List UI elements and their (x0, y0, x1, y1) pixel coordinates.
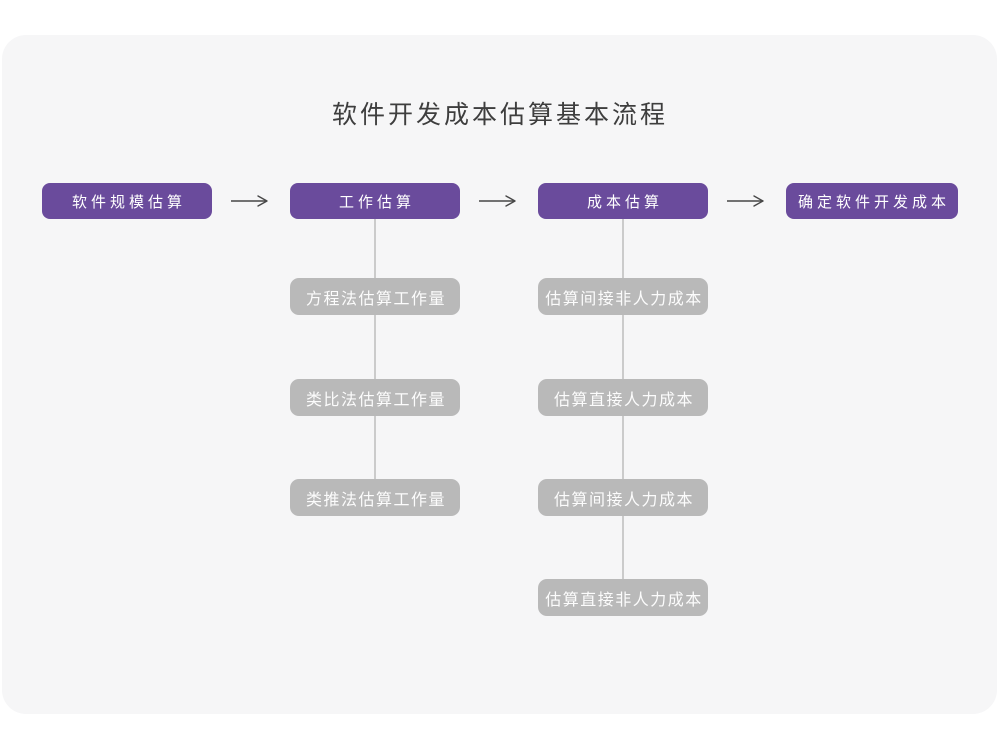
node-indirect-nonlabor-cost: 估算间接非人力成本 (538, 278, 708, 315)
diagram-title: 软件开发成本估算基本流程 (331, 101, 668, 129)
node-cost-estimation: 成本估算 (538, 183, 708, 219)
node-work-estimation: 工作估算 (290, 183, 460, 219)
node-direct-nonlabor-cost: 估算直接非人力成本 (538, 579, 708, 616)
flow-arrow-icon (727, 195, 764, 207)
node-direct-labor-cost: 估算直接人力成本 (538, 379, 708, 416)
flow-arrow-icon (231, 195, 268, 207)
node-extrapolation-method: 类推法估算工作量 (290, 479, 460, 516)
connector-line-work-estimation (374, 219, 376, 480)
node-analogy-method: 类比法估算工作量 (290, 379, 460, 416)
node-determine-development-cost: 确定软件开发成本 (786, 183, 958, 219)
node-software-scale-estimation: 软件规模估算 (42, 183, 212, 219)
node-indirect-labor-cost: 估算间接人力成本 (538, 479, 708, 516)
node-equation-method: 方程法估算工作量 (290, 278, 460, 315)
flow-arrow-icon (479, 195, 516, 207)
diagram-card (2, 35, 997, 714)
